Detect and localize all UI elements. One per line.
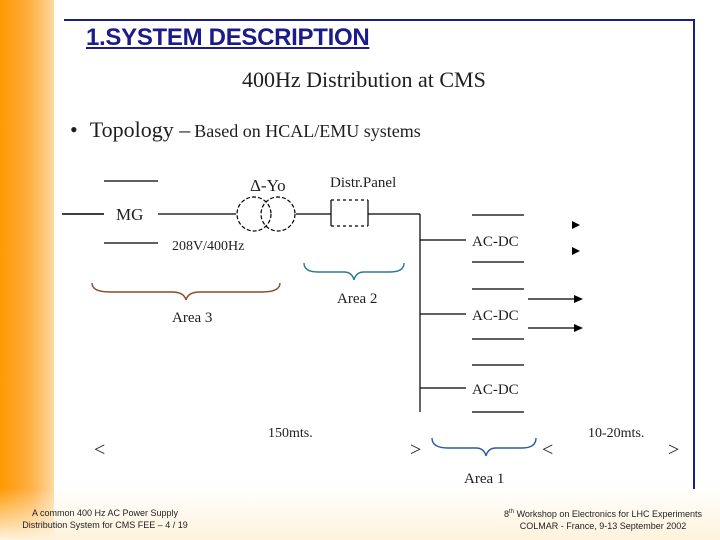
frame-top-rule — [64, 19, 695, 21]
bullet-topology: • Topology – Based on HCAL/EMU systems — [70, 117, 421, 143]
converter-label-3: AC-DC — [472, 382, 519, 398]
footer-workshop-number: 8 — [504, 509, 510, 519]
short-span-left-arrow-icon: < — [542, 439, 553, 461]
diagram-wiring — [62, 180, 574, 413]
footer-right-line2: COLMAR - France, 9-13 September 2002 — [519, 521, 687, 531]
slide-subtitle: 400Hz Distribution at CMS — [242, 67, 486, 92]
long-span-left-arrow-icon: < — [94, 439, 105, 461]
footer-left-line1: A common 400 Hz AC Power Supply — [31, 508, 179, 518]
transformer-icon — [236, 196, 296, 232]
footer-workshop-name: Workshop on Electronics for LHC Experime… — [514, 509, 702, 519]
distr-panel-label: Distr.Panel — [330, 175, 396, 191]
transformer-label: Δ-Yo — [250, 176, 286, 195]
short-span-right-arrow-icon: > — [668, 439, 679, 461]
area2-label: Area 2 — [337, 291, 377, 307]
distance-long-label: 150mts. — [268, 426, 313, 441]
bullet-dot-icon: • — [70, 117, 78, 142]
footer-right: 8th Workshop on Electronics for LHC Expe… — [488, 506, 718, 532]
area1-brace — [431, 437, 537, 457]
area3-label: Area 3 — [172, 310, 212, 326]
area1-label: Area 1 — [464, 471, 504, 487]
long-span-right-arrow-icon: > — [410, 439, 421, 461]
voltage-label: 208V/400Hz — [172, 239, 244, 254]
distance-short-label: 10-20mts. — [588, 426, 644, 441]
slide-title: 1.SYSTEM DESCRIPTION — [86, 24, 370, 51]
side-accent-bar — [0, 0, 54, 540]
converter-label-2: AC-DC — [472, 308, 519, 324]
footer-background — [0, 488, 720, 540]
mg-label: MG — [116, 205, 143, 224]
frame-right-rule — [693, 19, 695, 489]
area2-brace — [303, 262, 405, 281]
area3-brace — [91, 282, 281, 301]
footer-left: A common 400 Hz AC Power Supply Distribu… — [10, 507, 200, 531]
arrowhead-icons — [572, 221, 583, 332]
footer-left-line2: Distribution System for CMS FEE – 4 / 19 — [22, 520, 188, 530]
footer-workshop-ordinal: th — [509, 509, 515, 515]
bullet-detail-text: Based on HCAL/EMU systems — [194, 121, 421, 141]
footer-right-line1: 8th Workshop on Electronics for LHC Expe… — [488, 506, 718, 520]
bullet-main-text: Topology – — [89, 117, 191, 142]
converter-label-1: AC-DC — [472, 234, 519, 250]
